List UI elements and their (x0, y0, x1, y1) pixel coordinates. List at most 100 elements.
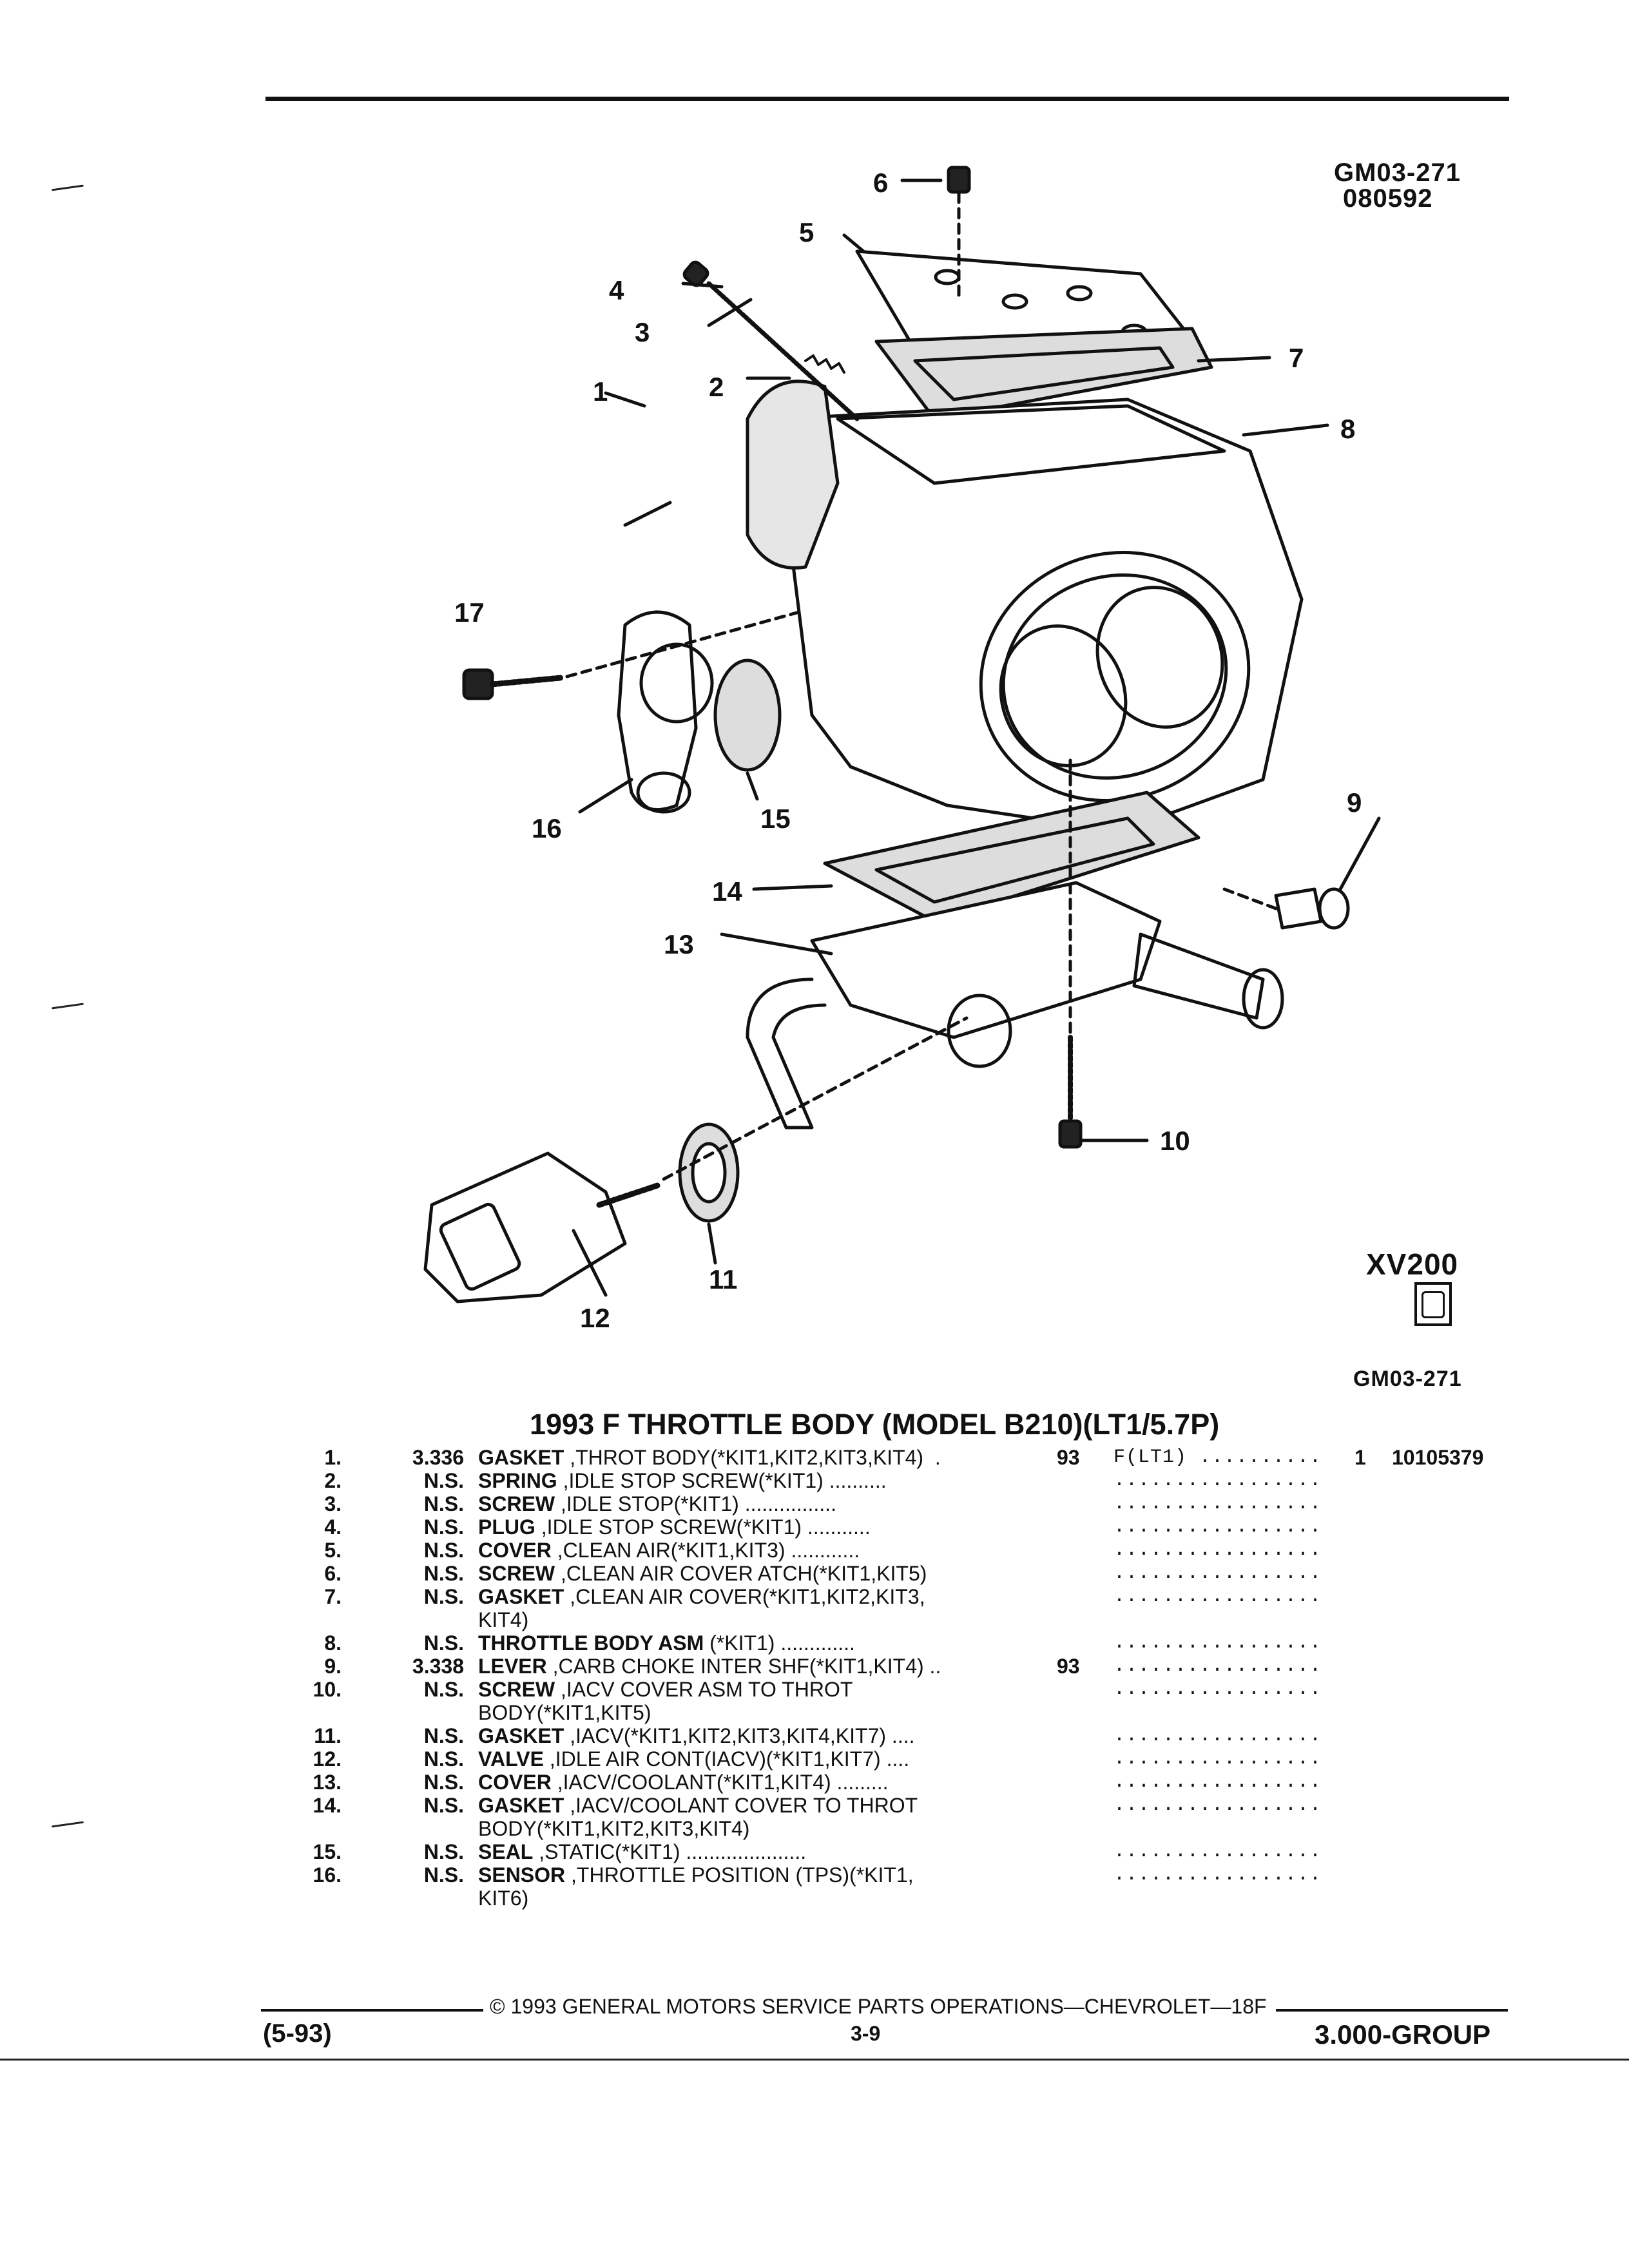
list-item: 10.N.S.SCREW ,IACV COVER ASM TO THROT BO… (303, 1678, 1521, 1724)
item-detail: ,CLEAN AIR(*KIT1,KIT3) ............ (551, 1539, 860, 1562)
cover-screw (947, 166, 971, 194)
item-code: 3.338 (412, 1655, 464, 1678)
iacv-cover-gasket (823, 791, 1200, 923)
item-name: VALVE (478, 1747, 544, 1771)
item-year: 93 (1057, 1655, 1080, 1678)
list-item: 1. 3.336 GASKET ,THROT BODY(*KIT1,KIT2,KIT… (303, 1446, 1521, 1469)
item-quantity: 1 (1354, 1446, 1366, 1469)
item-code: N.S. (423, 1794, 464, 1817)
item-number: 2. (324, 1469, 342, 1492)
idle-air-control-valve (423, 1151, 627, 1303)
item-description: GASKET ,THROT BODY(*KIT1,KIT2,KIT3,KIT4)… (478, 1446, 1058, 1469)
callout-17: 17 (454, 597, 485, 628)
item-number: 1. (324, 1446, 342, 1469)
item-code: N.S. (423, 1840, 464, 1863)
list-item: 3. N.S. SCREW ,IDLE STOP(*KIT1) ..........… (303, 1492, 1521, 1515)
item-code: N.S. (423, 1678, 464, 1701)
callout-8: 8 (1340, 414, 1355, 444)
item-detail: ,STATIC(*KIT1) ..................... (533, 1840, 807, 1863)
item-detail: ,CARB CHOKE INTER SHF(*KIT1,KIT4) .. (546, 1655, 941, 1678)
item-number: 14. (313, 1794, 342, 1817)
callout-9: 9 (1347, 787, 1362, 818)
item-description: SCREW ,CLEAN AIR COVER ATCH(*KIT1,KIT5) (478, 1562, 1058, 1585)
item-detail: ,THROTTLE POSITION (TPS)(*KIT1, KIT6) (478, 1863, 914, 1910)
item-number: 7. (324, 1585, 342, 1608)
list-item: 15.N.S.SEAL ,STATIC(*KIT1) .............… (303, 1840, 1521, 1863)
item-name: LEVER (478, 1655, 547, 1678)
item-code: N.S. (423, 1492, 464, 1515)
callout-13: 13 (664, 929, 694, 959)
item-description: GASKET ,CLEAN AIR COVER(*KIT1,KIT2,KIT3,… (478, 1585, 1058, 1631)
item-detail: ,IDLE STOP(*KIT1) ................ (555, 1492, 836, 1515)
item-name: GASKET (478, 1794, 564, 1817)
item-code: N.S. (423, 1515, 464, 1539)
item-model: ................. (1113, 1562, 1322, 1584)
item-detail: ,IACV COVER ASM TO THROT BODY(*KIT1,KIT5… (478, 1678, 853, 1724)
choke-lever (1274, 887, 1323, 930)
list-item: 11.N.S.GASKET ,IACV(*KIT1,KIT2,KIT3,KIT4… (303, 1724, 1521, 1747)
item-model: ................. (1113, 1771, 1322, 1793)
callout-7: 7 (1289, 343, 1304, 373)
callout-15: 15 (760, 803, 791, 834)
list-item: 13.N.S.COVER ,IACV/COOLANT(*KIT1,KIT4) .… (303, 1771, 1521, 1794)
throttle-position-sensor (617, 610, 698, 812)
item-code: N.S. (423, 1771, 464, 1794)
list-item: 14. N.S. GASKET ,IACV/COOLANT COVER TO THR… (303, 1794, 1521, 1840)
item-name: GASKET (478, 1724, 564, 1747)
item-name: SENSOR (478, 1863, 566, 1887)
item-code: 3.336 (412, 1446, 464, 1469)
item-description: COVER ,CLEAN AIR(*KIT1,KIT3) ...........… (478, 1539, 1058, 1562)
item-part-number: 10105379 (1392, 1446, 1484, 1469)
list-item: 5.N.S.COVER ,CLEAN AIR(*KIT1,KIT3) .....… (303, 1539, 1521, 1562)
footer-rule-left (261, 2009, 483, 2012)
idle-stop-spring (804, 354, 845, 374)
idle-stop-screw (706, 281, 860, 421)
item-number: 8. (324, 1631, 342, 1655)
item-number: 3. (324, 1492, 342, 1515)
item-detail: ,IDLE AIR CONT(IACV)(*KIT1,KIT7) .... (543, 1747, 910, 1771)
item-model: ................. (1113, 1470, 1322, 1492)
list-item: 2.N.S.SPRING ,IDLE STOP SCREW(*KIT1) ...… (303, 1469, 1521, 1492)
callout-1: 1 (593, 376, 608, 407)
item-description: GASKET ,IACV/COOLANT COVER TO THROT BODY… (478, 1794, 1058, 1840)
item-name: COVER (478, 1539, 552, 1562)
item-name: SCREW (478, 1562, 555, 1585)
callout-12: 12 (580, 1303, 610, 1333)
group-number: 3.000-GROUP (1315, 2019, 1491, 2050)
item-model: ................. (1113, 1841, 1322, 1863)
item-number: 4. (324, 1515, 342, 1539)
item-model: ................. (1113, 1632, 1322, 1654)
item-detail: ,IDLE STOP SCREW(*KIT1) ........... (535, 1515, 871, 1539)
item-model: ................. (1113, 1516, 1322, 1538)
list-item: 8.N.S.THROTTLE BODY ASM (*KIT1) ........… (303, 1631, 1521, 1655)
list-item: 12.N.S.VALVE ,IDLE AIR CONT(IACV)(*KIT1,… (303, 1747, 1521, 1771)
callout-11: 11 (709, 1264, 737, 1294)
item-model: ................. (1113, 1539, 1322, 1561)
item-name: SCREW (478, 1678, 555, 1701)
iacv-coolant-cover (810, 881, 1162, 1039)
list-item: 7.N.S.GASKET ,CLEAN AIR COVER(*KIT1,KIT2… (303, 1585, 1521, 1631)
item-detail: ,IACV(*KIT1,KIT2,KIT3,KIT4,KIT7) .... (564, 1724, 915, 1747)
list-item: 6. N.S. SCREW ,CLEAN AIR COVER ATCH(*KIT1,… (303, 1562, 1521, 1585)
item-name: COVER (478, 1771, 552, 1794)
item-name: GASKET (478, 1585, 564, 1608)
item-number: 6. (324, 1562, 342, 1585)
item-code: N.S. (423, 1539, 464, 1562)
item-model: ................. (1113, 1725, 1322, 1747)
item-detail: ,CLEAN AIR COVER ATCH(*KIT1,KIT5) (555, 1562, 927, 1585)
item-number: 13. (313, 1771, 342, 1794)
item-code: N.S. (423, 1469, 464, 1492)
item-model: ................. (1113, 1655, 1322, 1677)
idle-stop-plug (682, 260, 709, 287)
item-name: SCREW (478, 1492, 555, 1515)
binding-mark (52, 1821, 84, 1828)
gmspo-logo (1414, 1282, 1452, 1326)
page-title: 1993 F THROTTLE BODY (MODEL B210)(LT1/5.… (530, 1408, 1220, 1441)
item-description: SCREW ,IDLE STOP(*KIT1) ................ (478, 1492, 1058, 1515)
item-detail: ,THROT BODY(*KIT1,KIT2,KIT3,KIT4) . (564, 1446, 941, 1469)
item-description: VALVE ,IDLE AIR CONT(IACV)(*KIT1,KIT7) .… (478, 1747, 1058, 1771)
item-model: ................. (1113, 1678, 1322, 1700)
item-code: N.S. (423, 1562, 464, 1585)
item-number: 11. (314, 1724, 342, 1747)
item-number: 9. (324, 1655, 342, 1678)
